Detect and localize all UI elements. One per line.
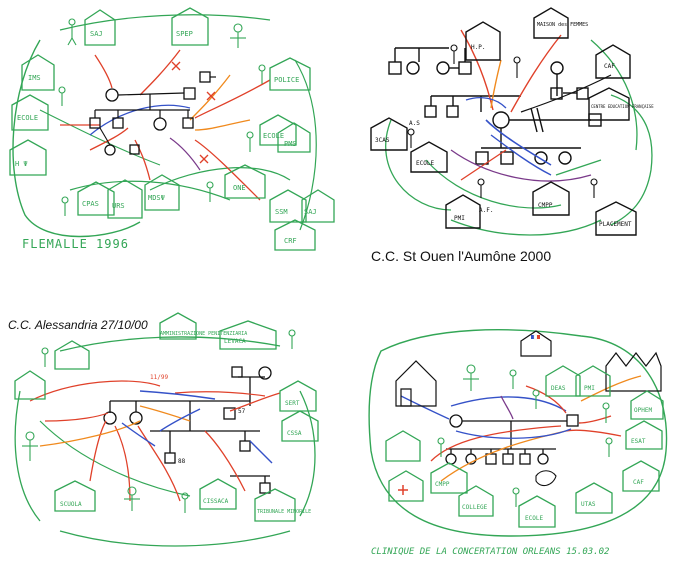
label-3cas: 3CAS bbox=[375, 137, 390, 144]
label-urs: URS bbox=[112, 202, 125, 210]
label-age-88: 88 bbox=[178, 458, 186, 465]
label-deas: DEAS bbox=[551, 385, 566, 392]
map-st-ouen: H.P. MAISON des FEMMES CAF CENTRE EDUCAT… bbox=[341, 0, 681, 280]
caption-st-ouen: C.C. St Ouen l'Aumône 2000 bbox=[371, 248, 551, 264]
label-age-57: 57 bbox=[238, 408, 246, 415]
label-ims: IMS bbox=[28, 74, 41, 82]
label-pmi: PMI bbox=[454, 215, 465, 222]
label-spep: SPEP bbox=[176, 30, 193, 38]
label-h-psi: H Ψ bbox=[15, 160, 28, 168]
label-cmpp-orleans: CMPP bbox=[435, 481, 450, 488]
label-utas: UTAS bbox=[581, 501, 596, 508]
label-amministrazione: AMMINISTRAZIONE PENITENZIARIA bbox=[160, 331, 247, 337]
label-cssa: CSSA bbox=[287, 430, 302, 437]
label-ecole-orleans: ECOLE bbox=[525, 515, 543, 522]
label-ecole-stouen: ECOLE bbox=[416, 160, 434, 167]
label-centre-education: CENTRE EDUCATION FRANÇAISE bbox=[591, 104, 654, 109]
label-mds: MDSΨ bbox=[148, 194, 165, 202]
label-hp: H.P. bbox=[471, 44, 485, 51]
label-scuola: SCUOLA bbox=[60, 501, 82, 508]
label-esat: ESAT bbox=[631, 438, 646, 445]
orleans-drawing: DEAS PMI OPHEM ESAT CAF CMPP ECOLE COLLE… bbox=[368, 329, 668, 557]
label-college: COLLEGE bbox=[462, 504, 488, 511]
label-cpas: CPAS bbox=[82, 200, 99, 208]
label-ecole-1: ECOLE bbox=[17, 114, 38, 122]
label-sert: SERT bbox=[285, 400, 300, 407]
label-cissaca: CISSACA bbox=[203, 498, 229, 505]
label-as: A.S bbox=[409, 120, 420, 127]
label-cmpp: CMPP bbox=[538, 202, 553, 209]
alessandria-drawing: C.C. Alessandria 27/10/00 bbox=[8, 312, 319, 547]
st-ouen-drawing: H.P. MAISON des FEMMES CAF CENTRE EDUCAT… bbox=[370, 7, 654, 264]
label-pmi-orleans: PMI bbox=[584, 385, 595, 392]
label-placement: PLACEMENT bbox=[599, 221, 632, 228]
label-caf-orleans: CAF bbox=[633, 479, 644, 486]
label-saj: SAJ bbox=[90, 30, 103, 38]
label-ophem: OPHEM bbox=[634, 407, 652, 414]
label-af: A.F. bbox=[479, 207, 493, 214]
caption-alessandria: C.C. Alessandria 27/10/00 bbox=[8, 318, 148, 332]
label-ecole-2: ECOLE bbox=[263, 132, 284, 140]
label-pms: PMS bbox=[284, 140, 297, 148]
map-alessandria: C.C. Alessandria 27/10/00 bbox=[0, 281, 340, 561]
map-orleans: DEAS PMI OPHEM ESAT CAF CMPP ECOLE COLLE… bbox=[341, 281, 681, 561]
label-one: ONE bbox=[233, 184, 246, 192]
caption-flemalle: FLEMALLE 1996 bbox=[22, 237, 129, 251]
label-saj-2: SAJ bbox=[304, 208, 317, 216]
label-levaca: LEVACA bbox=[224, 338, 246, 345]
caption-orleans: CLINIQUE DE LA CONCERTATION ORLEANS 15.0… bbox=[371, 547, 609, 557]
flemalle-drawing: SAJ SPEP IMS POLICE ECOLE ECOLE PMS H Ψ … bbox=[9, 7, 335, 251]
label-tribunale: TRIBUNALE MINORILE bbox=[257, 509, 311, 515]
label-crf: CRF bbox=[284, 237, 297, 245]
label-ssm: SSM bbox=[275, 208, 288, 216]
label-date-11-99: 11/99 bbox=[150, 374, 168, 381]
label-police: POLICE bbox=[274, 76, 299, 84]
label-maison-femmes: MAISON des FEMMES bbox=[537, 22, 588, 28]
label-caf: CAF bbox=[604, 63, 615, 70]
map-flemalle: SAJ SPEP IMS POLICE ECOLE ECOLE PMS H Ψ … bbox=[0, 0, 340, 280]
